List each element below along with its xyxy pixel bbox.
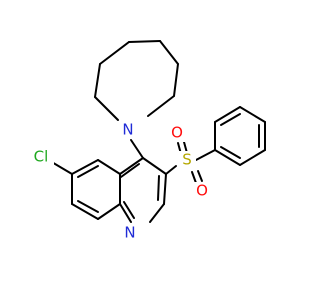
bond xyxy=(123,201,135,219)
quinoline-benzo-ring xyxy=(71,159,121,220)
bond xyxy=(195,149,216,161)
molecule-diagram: N N S O O Cl xyxy=(28,40,266,242)
bond xyxy=(197,170,203,182)
bond xyxy=(142,157,167,175)
bond xyxy=(173,63,179,97)
bond xyxy=(97,203,121,220)
bond xyxy=(163,173,167,205)
bond xyxy=(149,203,165,223)
atom-label-s: S xyxy=(178,151,196,169)
bond xyxy=(71,203,99,220)
bond xyxy=(99,41,130,65)
phenyl-ring xyxy=(214,106,266,166)
atom-label-cl: Cl xyxy=(28,148,54,166)
atom-o-bottom: O xyxy=(196,182,208,200)
azepane-ring xyxy=(94,40,179,121)
bond xyxy=(97,159,121,175)
atom-label-o-bottom: O xyxy=(193,182,211,200)
bond xyxy=(239,106,266,123)
atom-s: S xyxy=(182,151,192,169)
atom-label-n-quinoline: N xyxy=(121,224,139,242)
bond xyxy=(165,165,177,175)
bond xyxy=(220,113,241,126)
bond xyxy=(239,149,266,166)
atom-label-o-top: O xyxy=(168,124,186,142)
bond xyxy=(220,146,241,159)
structure-canvas: N N S O O Cl xyxy=(28,40,266,242)
bond xyxy=(157,175,160,201)
atom-cl: Cl xyxy=(34,148,49,166)
bond xyxy=(119,157,144,175)
atom-n-quinoline: N xyxy=(124,224,135,242)
quinoline-pyridine-ring xyxy=(119,157,167,223)
bond xyxy=(119,203,132,223)
bond xyxy=(159,40,179,65)
bond xyxy=(214,149,241,166)
atom-o-top: O xyxy=(171,124,183,142)
bond xyxy=(94,63,101,98)
bond xyxy=(147,95,175,117)
bond xyxy=(214,106,241,123)
atom-n-azepane: N xyxy=(122,121,133,139)
bond xyxy=(94,96,119,121)
bond xyxy=(128,40,161,43)
bond xyxy=(130,139,144,159)
atom-label-n-azepane: N xyxy=(119,121,137,139)
bond xyxy=(77,165,99,178)
bond xyxy=(71,159,99,175)
bond xyxy=(191,171,197,184)
bond xyxy=(77,200,99,213)
bond xyxy=(120,163,140,178)
